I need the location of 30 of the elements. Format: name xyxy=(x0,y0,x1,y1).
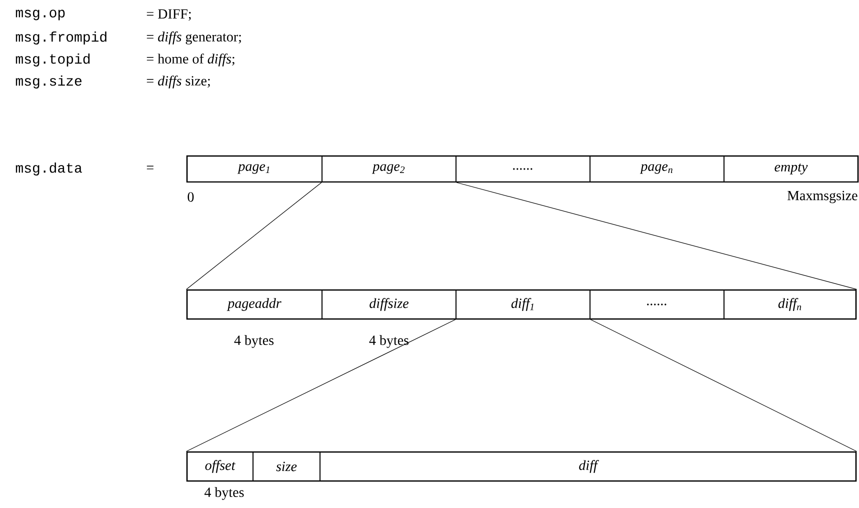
expansion-line xyxy=(186,319,456,452)
field-cell: diff$_{n}$ xyxy=(724,289,856,320)
assignment-text: = diffs generator; xyxy=(146,32,241,44)
field-cell: diff xyxy=(320,451,856,482)
expansion-line xyxy=(456,182,857,290)
field-name: msg.data xyxy=(16,162,82,176)
field-name: msg.op xyxy=(16,10,65,20)
expansion-line xyxy=(186,182,322,290)
field-cell: page$_{1}$ xyxy=(186,156,322,182)
expansion-line xyxy=(590,319,857,452)
field-cell: page$_{n}$ xyxy=(590,156,724,182)
field-cell: diffsize xyxy=(322,289,456,320)
assignment-text: = xyxy=(146,166,154,170)
field-cell: size xyxy=(252,451,320,482)
field-cell: offset xyxy=(186,451,254,482)
size-note: 4 bytes xyxy=(234,335,274,348)
assignment-text: = home of diffs; xyxy=(146,54,234,66)
field-name: msg.size xyxy=(16,75,82,89)
assignment-text: = DIFF; xyxy=(146,9,191,21)
field-cell: page$_{2}$ xyxy=(322,156,456,182)
field-name: msg.frompid xyxy=(16,31,106,44)
field-name: msg.topid xyxy=(16,53,90,66)
assignment-text: = diffs size; xyxy=(146,76,210,88)
size-note: 4 bytes xyxy=(369,335,409,348)
field-cell: diff$_{1}$ xyxy=(456,289,590,320)
field-cell: pageaddr xyxy=(186,289,322,320)
field-cell: ...... xyxy=(456,156,590,182)
field-cell: ...... xyxy=(590,289,724,320)
field-cell: empty xyxy=(724,156,858,182)
size-note: 4 bytes xyxy=(204,487,244,500)
